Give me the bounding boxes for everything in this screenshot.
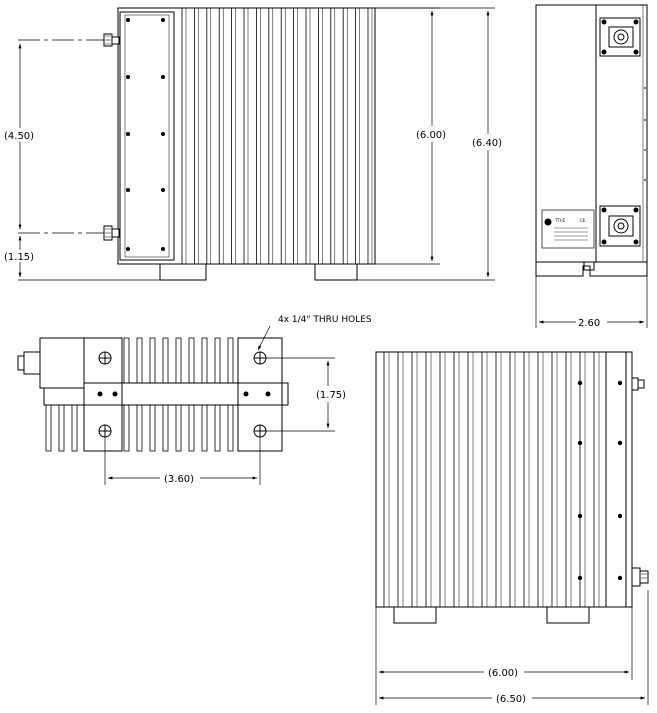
fin bbox=[214, 337, 221, 384]
top-heatsink-fins-upper bbox=[123, 337, 234, 384]
side-connector-top bbox=[599, 17, 641, 57]
rear-heatsink-fins bbox=[383, 352, 600, 607]
dim-rear-width-outer: (6.50) bbox=[496, 694, 526, 705]
mount-block-right bbox=[237, 337, 283, 452]
fin bbox=[188, 337, 195, 384]
dim-rear-width-inner: (6.00) bbox=[488, 668, 518, 679]
fin bbox=[201, 404, 208, 452]
rear-mount-foot-right bbox=[546, 606, 590, 624]
fin bbox=[214, 404, 221, 452]
fin bbox=[136, 337, 143, 384]
rear-flange-screws bbox=[577, 380, 623, 581]
fin bbox=[227, 337, 234, 384]
rear-connector-bottom bbox=[631, 567, 649, 587]
top-connector-housing bbox=[39, 337, 85, 389]
label-plate bbox=[541, 209, 595, 249]
fin bbox=[162, 404, 169, 452]
fin bbox=[162, 337, 169, 384]
fin bbox=[175, 404, 182, 452]
fin bbox=[227, 404, 234, 452]
label-plate-brand: TTI-E bbox=[554, 218, 565, 223]
rear-view bbox=[375, 351, 649, 705]
fin bbox=[58, 404, 65, 452]
front-flange-plate bbox=[119, 11, 175, 261]
front-view bbox=[18, 7, 495, 281]
fin bbox=[149, 404, 156, 452]
front-connector-top bbox=[103, 33, 120, 47]
side-view bbox=[535, 4, 648, 328]
dim-front-height-outer: (6.40) bbox=[472, 138, 502, 149]
dim-mount-hole-spacing-v: (1.75) bbox=[316, 390, 346, 401]
front-heatsink-fins bbox=[181, 8, 373, 264]
fin bbox=[175, 337, 182, 384]
fin bbox=[136, 404, 143, 452]
label-plate-ce: CE bbox=[580, 218, 586, 223]
fin bbox=[149, 337, 156, 384]
fin bbox=[201, 337, 208, 384]
rear-connector-top bbox=[631, 377, 645, 391]
dim-side-depth: 2.60 bbox=[578, 318, 600, 329]
fin bbox=[188, 404, 195, 452]
fin bbox=[123, 404, 130, 452]
fin bbox=[45, 404, 52, 452]
callout-thru-holes: 4x 1/4" THRU HOLES bbox=[278, 315, 372, 325]
side-connector-bottom bbox=[599, 205, 641, 247]
mount-block-left bbox=[83, 337, 123, 452]
dim-connector-spacing: (4.50) bbox=[4, 131, 34, 142]
front-connector-bottom bbox=[103, 225, 120, 241]
rear-mount-foot-left bbox=[393, 606, 437, 624]
front-mount-foot-right bbox=[314, 263, 358, 281]
top-connector bbox=[23, 351, 41, 375]
front-mount-foot-left bbox=[159, 263, 207, 281]
dim-connector-bottom: (1.15) bbox=[4, 252, 34, 263]
front-flange-screws bbox=[126, 18, 165, 251]
dim-front-height-inner: (6.00) bbox=[416, 130, 446, 141]
dim-mount-hole-spacing-h: (3.60) bbox=[164, 474, 194, 485]
fin bbox=[71, 404, 78, 452]
top-heatsink-fins-lower bbox=[45, 404, 234, 452]
top-view bbox=[17, 325, 335, 485]
fin bbox=[123, 337, 130, 384]
